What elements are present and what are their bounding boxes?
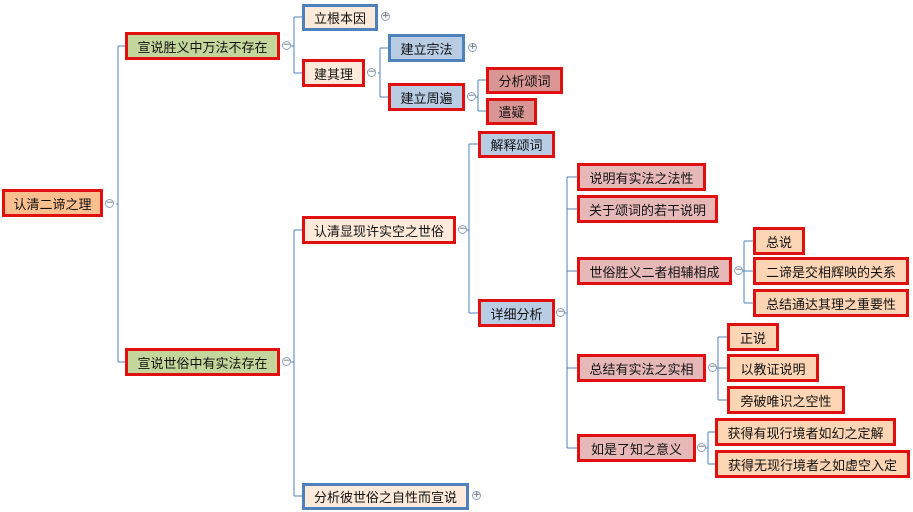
node-explain-verse[interactable]: 解释颂词: [478, 131, 555, 158]
collapse-ultimate-icon[interactable]: −: [282, 40, 291, 50]
node-verse-notes[interactable]: 关于颂词的若干说明: [577, 195, 718, 223]
node-eliminate-doubt[interactable]: 遣疑: [486, 98, 537, 125]
expand-establish-root-icon[interactable]: +: [381, 11, 390, 21]
node-explain-nature[interactable]: 说明有实法之法性: [577, 163, 706, 191]
node-root[interactable]: 认清二谛之理: [2, 189, 103, 217]
node-analyze-self-nature[interactable]: 分析彼世俗之自性而宣说: [302, 483, 469, 510]
node-refute-mind-only[interactable]: 旁破唯识之空性: [727, 386, 845, 414]
collapse-detailed-analysis-icon[interactable]: −: [556, 307, 565, 317]
node-summary-importance[interactable]: 总结通达其理之重要性: [753, 289, 909, 317]
node-summary[interactable]: 总说: [753, 227, 805, 255]
node-space-like-samadhi[interactable]: 获得无现行境者之如虚空入定: [715, 450, 910, 478]
collapse-recognize-appearance-icon[interactable]: −: [458, 224, 467, 234]
node-conventional-truth[interactable]: 宣说世俗中有实法存在: [125, 348, 280, 376]
collapse-conclude-reality-icon[interactable]: −: [708, 362, 717, 372]
node-establish-root[interactable]: 立根本因: [302, 4, 378, 31]
node-recognize-appearance[interactable]: 认清显现许实空之世俗: [302, 216, 456, 244]
node-ultimate-truth[interactable]: 宣说胜义中万法不存在: [125, 32, 280, 60]
node-establish-subject[interactable]: 建立宗法: [388, 34, 465, 62]
node-establish-pervasion[interactable]: 建立周遍: [388, 83, 465, 111]
collapse-meaning-of-knowing-icon[interactable]: −: [697, 442, 706, 452]
node-mutual-reflection[interactable]: 二谛是交相辉映的关系: [753, 257, 909, 285]
collapse-root-icon[interactable]: −: [105, 198, 114, 208]
node-analyze-verse[interactable]: 分析颂词: [486, 67, 563, 94]
node-detailed-analysis[interactable]: 详细分析: [478, 299, 555, 327]
collapse-establish-reason-icon[interactable]: −: [367, 67, 376, 77]
node-refute[interactable]: 正说: [727, 323, 779, 351]
collapse-establish-pervasion-icon[interactable]: −: [467, 91, 476, 101]
node-conclude-reality[interactable]: 总结有实法之实相: [577, 354, 706, 382]
node-establish-reason[interactable]: 建其理: [302, 59, 365, 87]
expand-analyze-self-nature-icon[interactable]: +: [472, 490, 481, 500]
collapse-complement-icon[interactable]: −: [734, 265, 743, 275]
node-illusion-certainty[interactable]: 获得有现行境者如幻之定解: [715, 418, 896, 446]
expand-establish-subject-icon[interactable]: +: [468, 42, 477, 52]
node-meaning-of-knowing[interactable]: 如是了知之意义: [577, 434, 696, 462]
collapse-conventional-icon[interactable]: −: [282, 356, 291, 366]
node-scripture-proof[interactable]: 以教证说明: [727, 354, 819, 382]
node-complement[interactable]: 世俗胜义二者相辅相成: [577, 257, 732, 285]
